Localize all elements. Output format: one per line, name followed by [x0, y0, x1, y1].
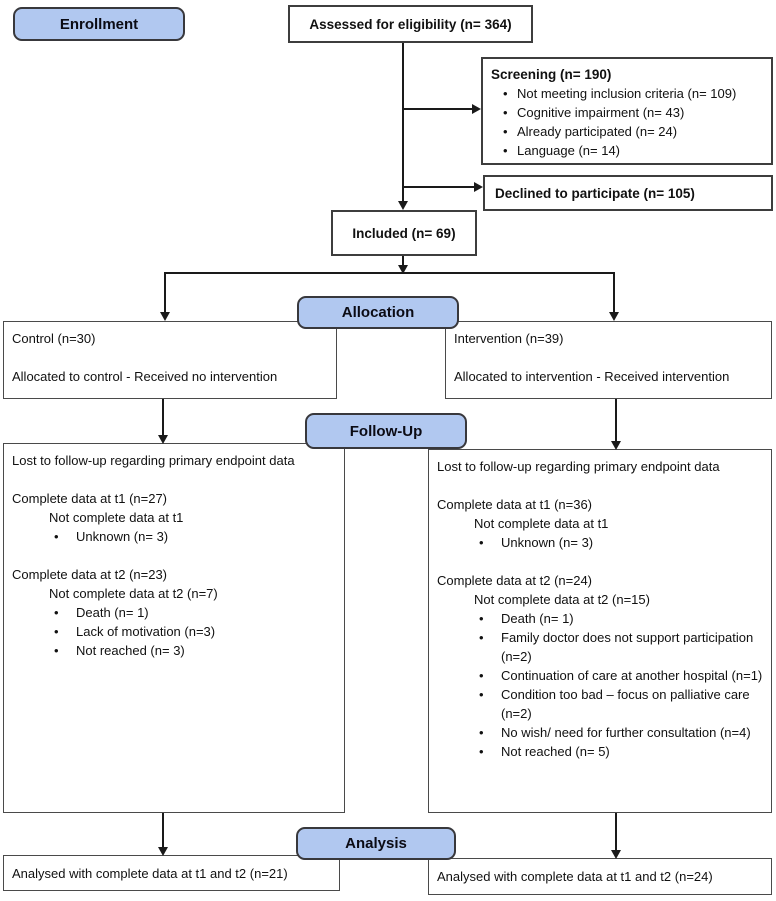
- t2-complete: Complete data at t2 (n=23): [12, 567, 168, 582]
- t1-not-complete: Not complete data at t1: [49, 510, 184, 525]
- analysis-intervention-box: Analysed with complete data at t1 and t2…: [428, 858, 772, 895]
- control-detail: Allocated to control - Received no inter…: [12, 369, 278, 384]
- bullet-item: Continuation of care at another hospital…: [437, 666, 763, 685]
- bullet-item: Condition too bad – focus on palliative …: [437, 685, 763, 723]
- connector-to-declined: [403, 186, 475, 188]
- allocation-stage-label: Allocation: [297, 296, 459, 329]
- t2-not-complete: Not complete data at t2 (n=15): [474, 592, 650, 607]
- connector-included-to-split: [402, 256, 404, 267]
- declined-box: Declined to participate (n= 105): [483, 175, 773, 211]
- arrow-down-icon: [158, 847, 168, 856]
- bullet-item: Not meeting inclusion criteria (n= 109): [491, 84, 763, 103]
- t2-complete: Complete data at t2 (n=24): [437, 573, 593, 588]
- arrow-down-icon: [611, 441, 621, 450]
- arrow-right-icon: [472, 104, 481, 114]
- arrow-right-icon: [474, 182, 483, 192]
- connector-to-screening: [403, 108, 473, 110]
- bullet-item: Not reached (n= 5): [437, 742, 763, 761]
- bullet-item: Family doctor does not support participa…: [437, 628, 763, 666]
- bullet-item: No wish/ need for further consultation (…: [437, 723, 763, 742]
- included-box: Included (n= 69): [331, 210, 477, 256]
- control-count: Control (n=30): [12, 331, 96, 346]
- t1-not-complete: Not complete data at t1: [474, 516, 609, 531]
- arrow-down-icon: [609, 312, 619, 321]
- arrow-down-icon: [398, 201, 408, 210]
- bullet-item: Already participated (n= 24): [491, 122, 763, 141]
- bullet-item: Language (n= 14): [491, 141, 763, 160]
- bullet-item: Unknown (n= 3): [437, 533, 763, 552]
- followup-header: Lost to follow-up regarding primary endp…: [437, 459, 720, 474]
- connector-assessed-to-included: [402, 43, 404, 203]
- bullet-item: Unknown (n= 3): [12, 527, 336, 546]
- connector-allocation-split: [164, 272, 615, 274]
- screening-exclusions-box: Screening (n= 190) Not meeting inclusion…: [481, 57, 773, 165]
- assessed-eligibility-box: Assessed for eligibility (n= 364): [288, 5, 533, 43]
- bullet-item: Cognitive impairment (n= 43): [491, 103, 763, 122]
- followup-intervention-box: Lost to follow-up regarding primary endp…: [428, 449, 772, 813]
- intervention-count: Intervention (n=39): [454, 331, 564, 346]
- connector-followup-to-analysis-right: [615, 813, 617, 852]
- bullet-item: Death (n= 1): [437, 609, 763, 628]
- followup-control-box: Lost to follow-up regarding primary endp…: [3, 443, 345, 813]
- intervention-allocation-box: Intervention (n=39) Allocated to interve…: [445, 321, 772, 399]
- enrollment-stage-label: Enrollment: [13, 7, 185, 41]
- followup-stage-label: Follow-Up: [305, 413, 467, 449]
- arrow-down-icon: [611, 850, 621, 859]
- t1-complete: Complete data at t1 (n=27): [12, 491, 168, 506]
- bullet-item: Not reached (n= 3): [12, 641, 336, 660]
- connector-control-to-followup: [162, 399, 164, 437]
- arrow-down-icon: [158, 435, 168, 444]
- followup-header: Lost to follow-up regarding primary endp…: [12, 453, 295, 468]
- control-allocation-box: Control (n=30) Allocated to control - Re…: [3, 321, 337, 399]
- connector-intervention-to-followup: [615, 399, 617, 443]
- screening-title: Screening (n= 190): [491, 67, 612, 82]
- intervention-detail: Allocated to intervention - Received int…: [454, 369, 730, 384]
- analysis-control-box: Analysed with complete data at t1 and t2…: [3, 855, 340, 891]
- connector-split-to-control: [164, 273, 166, 314]
- bullet-item: Death (n= 1): [12, 603, 336, 622]
- arrow-down-icon: [160, 312, 170, 321]
- t2-not-complete: Not complete data at t2 (n=7): [49, 586, 218, 601]
- t1-complete: Complete data at t1 (n=36): [437, 497, 593, 512]
- connector-followup-to-analysis-left: [162, 813, 164, 849]
- bullet-item: Lack of motivation (n=3): [12, 622, 336, 641]
- connector-split-to-intervention: [613, 273, 615, 314]
- analysis-stage-label: Analysis: [296, 827, 456, 860]
- arrow-down-icon: [398, 265, 408, 274]
